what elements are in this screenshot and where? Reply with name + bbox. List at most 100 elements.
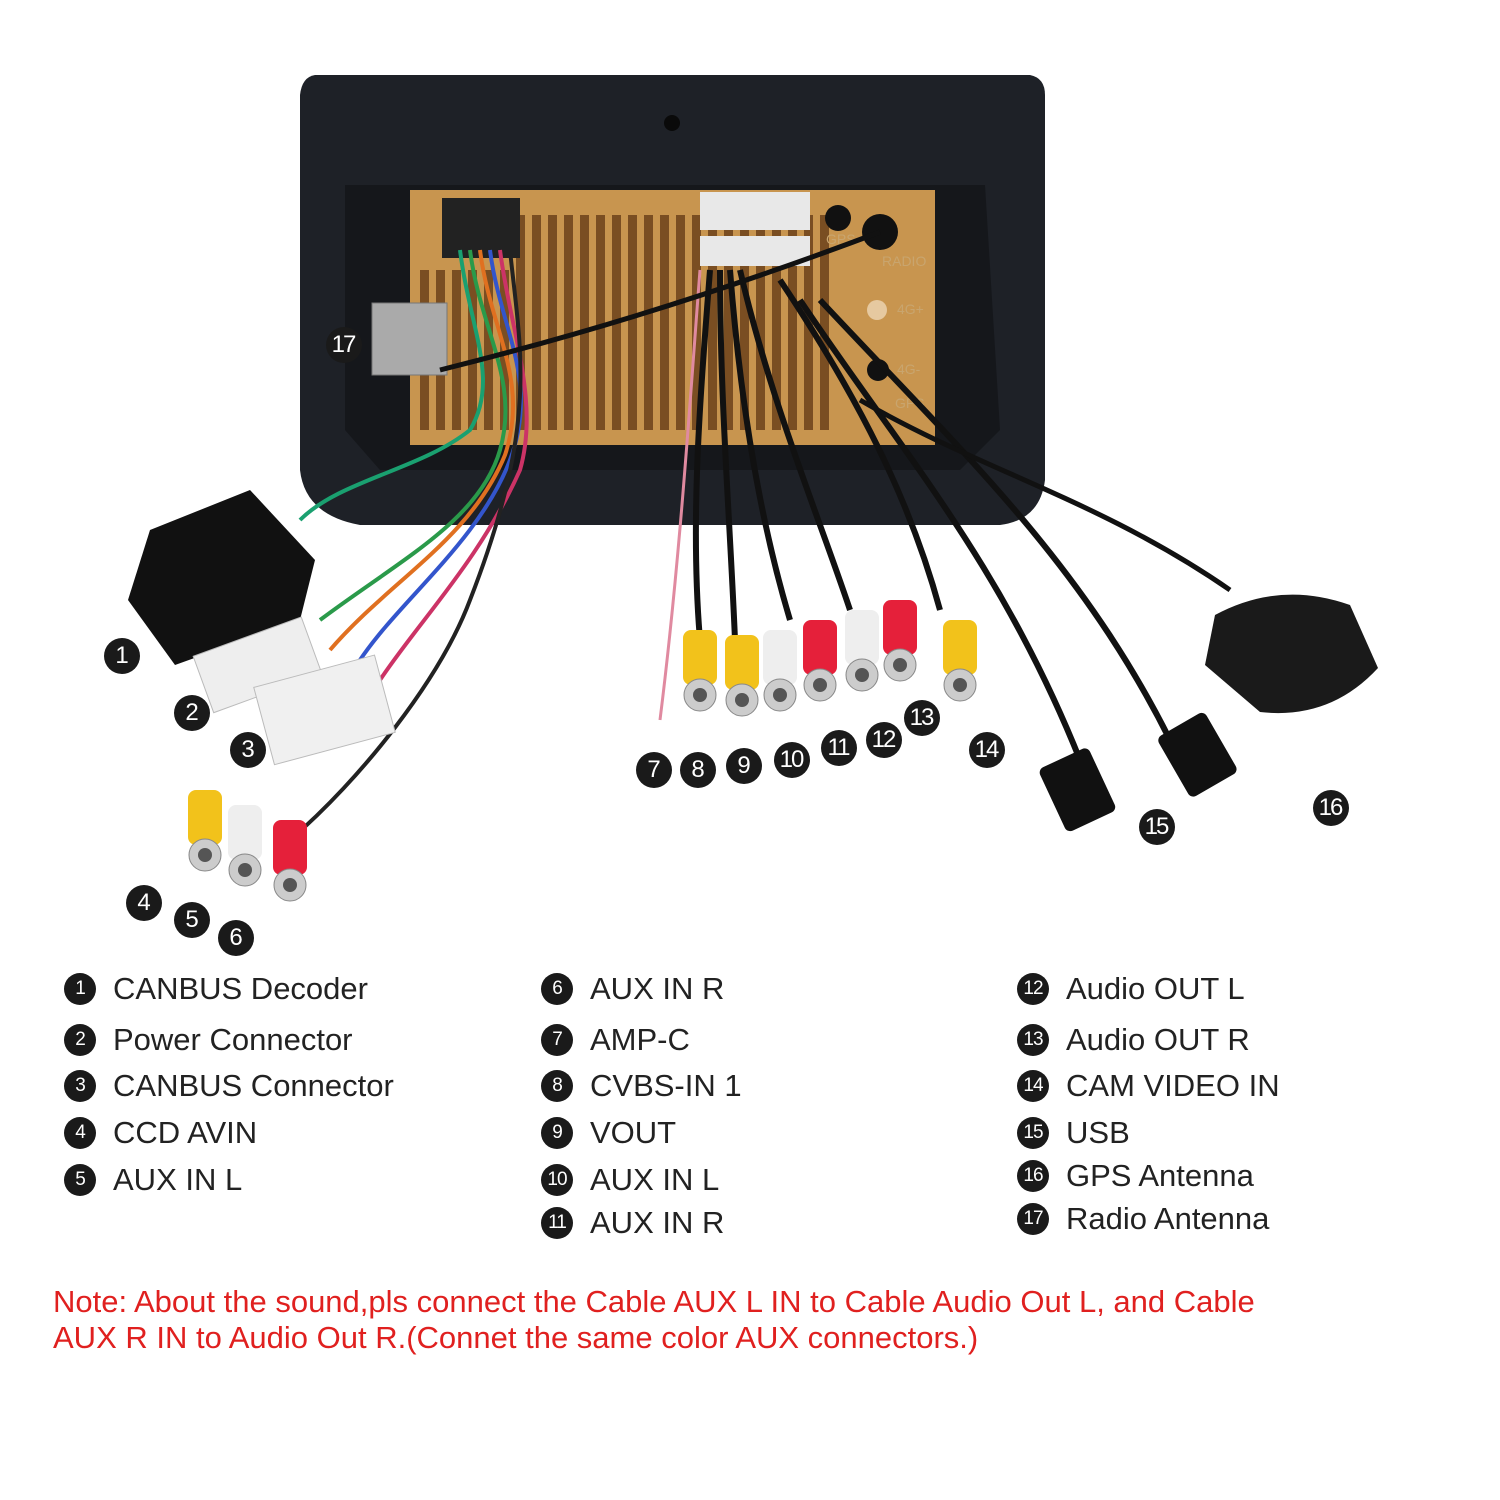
vent-slot <box>484 270 493 430</box>
callout-17: 17 <box>326 327 362 363</box>
vent-slot <box>452 270 461 430</box>
callout-15: 15 <box>1139 809 1175 845</box>
legend-label: CVBS-IN 1 <box>590 1068 742 1103</box>
legend-item: 4 CCD AVIN <box>64 1113 257 1153</box>
callout-13: 13 <box>904 700 940 736</box>
rca-plugs <box>188 600 977 902</box>
vent-slot <box>516 215 525 430</box>
legend-number-badge: 7 <box>541 1024 573 1056</box>
note-line-1: Note: About the sound,pls connect the Ca… <box>53 1284 1255 1319</box>
rca-plug <box>725 635 759 717</box>
4g-plus-label: 4G+ <box>897 301 924 317</box>
vent-slot <box>548 215 557 430</box>
legend-label: CANBUS Decoder <box>113 971 368 1006</box>
legend-number-badge: 9 <box>541 1117 573 1149</box>
legend-label: Audio OUT R <box>1066 1022 1250 1057</box>
vent-slot <box>596 215 605 430</box>
callout-14: 14 <box>969 732 1005 768</box>
vent-slot <box>644 215 653 430</box>
rca-plug <box>188 790 222 872</box>
legend-label: CANBUS Connector <box>113 1068 394 1103</box>
legend-number-badge: 10 <box>541 1164 573 1196</box>
legend-number-badge: 2 <box>64 1024 96 1056</box>
vent-slot <box>532 215 541 430</box>
legend-number-badge: 1 <box>64 973 96 1005</box>
legend-number-badge: 6 <box>541 973 573 1005</box>
rca-plug <box>683 630 717 712</box>
callout-8: 8 <box>680 752 716 788</box>
av-connector-2 <box>700 236 810 266</box>
legend-item: 13 Audio OUT R <box>1017 1020 1250 1060</box>
radio-antenna-adapter <box>371 302 448 376</box>
legend-item: 3 CANBUS Connector <box>64 1066 394 1106</box>
vent-slot <box>580 215 589 430</box>
rca-plug <box>763 630 797 712</box>
vent-slot <box>468 270 477 430</box>
callout-1: 1 <box>104 638 140 674</box>
legend-label: CAM VIDEO IN <box>1066 1068 1280 1103</box>
legend-number-badge: 3 <box>64 1070 96 1102</box>
vent-slot <box>740 215 749 430</box>
legend-number-badge: 13 <box>1017 1024 1049 1056</box>
callout-4: 4 <box>126 885 162 921</box>
legend-label: CCD AVIN <box>113 1115 258 1150</box>
legend-number-badge: 17 <box>1017 1203 1049 1235</box>
canbus-connector <box>253 654 396 766</box>
legend-label: Audio OUT L <box>1066 971 1245 1006</box>
canbus-decoder <box>128 490 315 665</box>
legend-label: Radio Antenna <box>1066 1201 1270 1236</box>
rca-plug <box>845 610 879 692</box>
vent-slot <box>724 215 733 430</box>
rca-plug <box>228 805 262 887</box>
4g-minus-label: 4G- <box>897 361 921 377</box>
legend-item: 9 VOUT <box>541 1113 676 1153</box>
head-unit-photo: GPS RADIO 4G+ 4G- GPS <box>128 75 1378 902</box>
callout-9: 9 <box>726 748 762 784</box>
callout-12: 12 <box>866 722 902 758</box>
radio-port-label: RADIO <box>882 253 926 269</box>
vent-slot <box>772 215 781 430</box>
legend-item: 17 Radio Antenna <box>1017 1199 1269 1239</box>
legend-label: AUX IN L <box>113 1162 243 1197</box>
legend-label: USB <box>1066 1115 1130 1150</box>
callout-5: 5 <box>174 902 210 938</box>
legend-number-badge: 14 <box>1017 1070 1049 1102</box>
legend-item: 5 AUX IN L <box>64 1160 242 1200</box>
legend-number-badge: 4 <box>64 1117 96 1149</box>
legend-item: 8 CVBS-IN 1 <box>541 1066 742 1106</box>
harness-connector <box>442 198 520 258</box>
legend-item: 15 USB <box>1017 1113 1130 1153</box>
legend-label: AMP-C <box>590 1022 690 1057</box>
vent-slot <box>708 215 717 430</box>
legend-label: GPS Antenna <box>1066 1158 1254 1193</box>
vent-slot <box>676 215 685 430</box>
legend-label: AUX IN L <box>590 1162 720 1197</box>
callout-16: 16 <box>1313 790 1349 826</box>
gps-antenna <box>1205 594 1378 714</box>
legend-item: 6 AUX IN R <box>541 969 724 1009</box>
legend-item: 14 CAM VIDEO IN <box>1017 1066 1280 1106</box>
usb-connector <box>1039 748 1116 832</box>
legend-label: VOUT <box>590 1115 677 1150</box>
legend-number-badge: 15 <box>1017 1117 1049 1149</box>
legend-item: 7 AMP-C <box>541 1020 690 1060</box>
vent-slot <box>660 215 669 430</box>
callout-11: 11 <box>821 730 857 766</box>
rca-plug <box>943 620 977 702</box>
legend-item: 10 AUX IN L <box>541 1160 719 1200</box>
legend-number-badge: 5 <box>64 1164 96 1196</box>
vent-slot <box>756 215 765 430</box>
callout-7: 7 <box>636 752 672 788</box>
vent-slot <box>788 215 797 430</box>
legend-number-badge: 8 <box>541 1070 573 1102</box>
legend-number-badge: 11 <box>541 1207 573 1239</box>
legend-label: Power Connector <box>113 1022 353 1057</box>
rca-plug <box>803 620 837 702</box>
rca-plug <box>273 820 307 902</box>
note-line-2: AUX R IN to Audio Out R.(Connet the same… <box>53 1320 979 1355</box>
legend-item: 2 Power Connector <box>64 1020 353 1060</box>
rca-plug <box>883 600 917 682</box>
legend-label: AUX IN R <box>590 971 725 1006</box>
